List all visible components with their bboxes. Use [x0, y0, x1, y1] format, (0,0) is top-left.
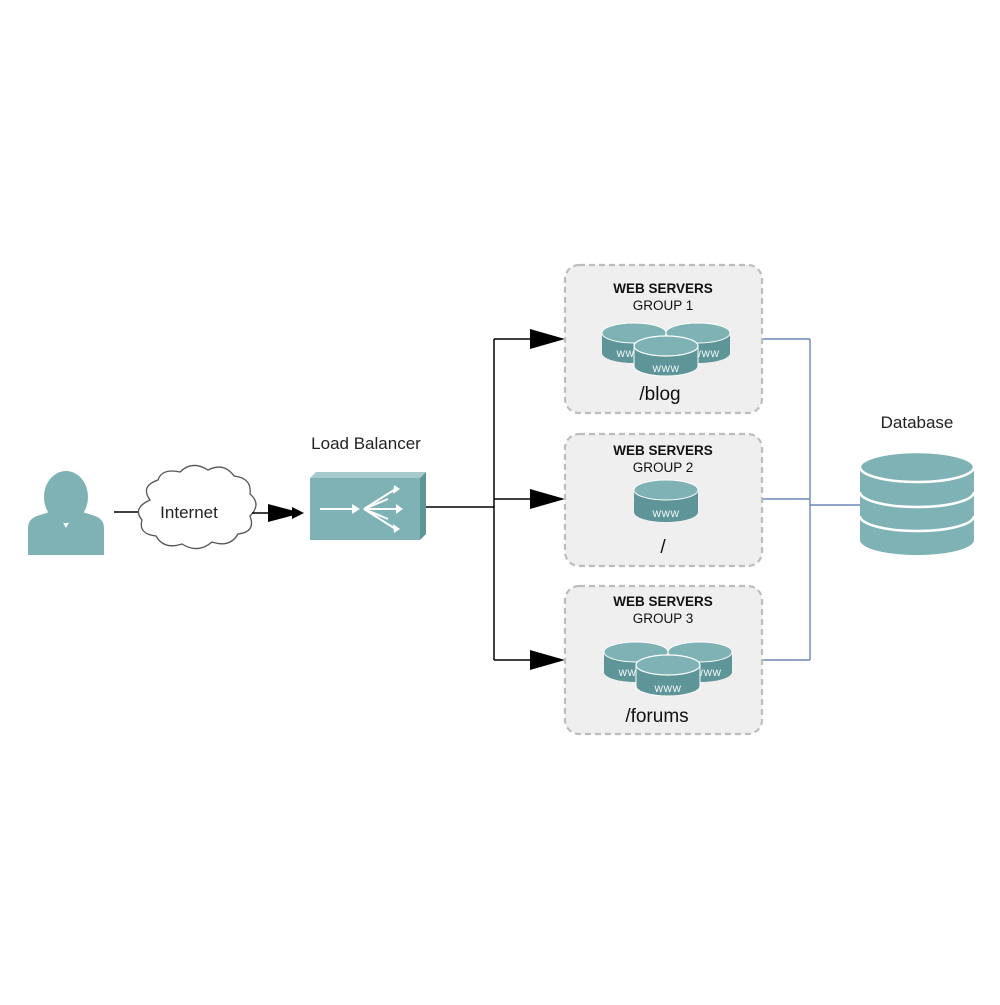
user-icon: [28, 471, 104, 555]
group-3-title: WEB SERVERS: [613, 594, 713, 609]
group-2-title: WEB SERVERS: [613, 443, 713, 458]
web-servers-group-3: WEB SERVERS GROUP 3 WWW WWW WWW /forums: [563, 584, 764, 736]
group-1-title: WEB SERVERS: [613, 281, 713, 296]
group-3-path: /forums: [625, 706, 688, 727]
server-icon: WWW: [633, 479, 699, 522]
load-balancer-label: Load Balancer: [311, 434, 421, 453]
group-2-subtitle: GROUP 2: [633, 460, 694, 475]
server-icon: WWW: [635, 654, 701, 697]
svg-text:WWW: WWW: [655, 684, 682, 694]
group-2-path: /: [660, 537, 666, 558]
arrowhead-lb: [268, 504, 302, 522]
web-servers-group-1: WEB SERVERS GROUP 1 WWW WWW WWW /blog: [563, 263, 764, 415]
svg-text:WWW: WWW: [619, 668, 646, 678]
svg-text:WWW: WWW: [653, 364, 680, 374]
load-balancer-icon: [310, 472, 426, 540]
group-1-subtitle: GROUP 1: [633, 298, 694, 313]
database-label: Database: [881, 413, 954, 432]
svg-text:WWW: WWW: [617, 349, 644, 359]
database-icon: [858, 450, 976, 555]
group-arrowheads: [530, 329, 565, 670]
svg-text:WWW: WWW: [693, 349, 720, 359]
internet-label: Internet: [160, 503, 218, 522]
svg-text:WWW: WWW: [653, 509, 680, 519]
server-icon: WWW: [633, 335, 699, 377]
loadbalancer-routing-lines: [426, 338, 532, 661]
web-servers-group-2: WEB SERVERS GROUP 2 WWW /: [563, 432, 764, 568]
svg-text:WWW: WWW: [695, 668, 722, 678]
database-connection-lines: [762, 338, 860, 661]
group-3-subtitle: GROUP 3: [633, 611, 694, 626]
cloud-icon: [137, 464, 257, 550]
group-1-path: /blog: [639, 384, 680, 405]
